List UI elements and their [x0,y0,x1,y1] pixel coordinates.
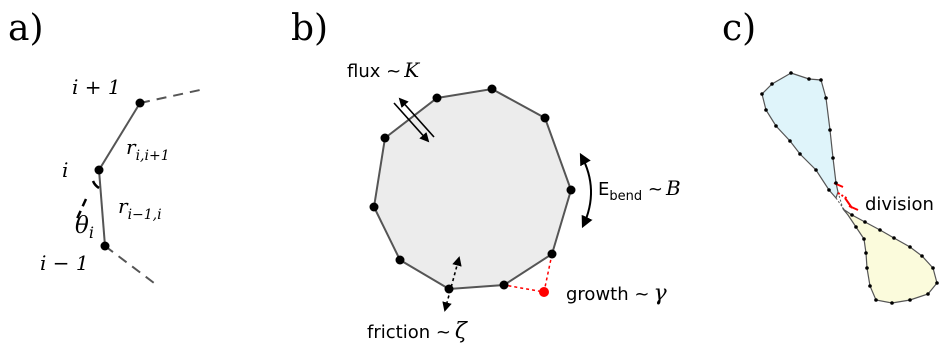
angle-reference-line [74,198,88,222]
label-r-i-i-plus-1: ri,i+1 [126,135,170,164]
division-label: division [865,194,934,215]
vertex [863,220,867,224]
panel-a: a) i + 1 i i − 1 θi ri,i+1 ri−1,i [8,8,201,287]
vertex [788,139,792,143]
panel-a-letter: a) [8,8,44,49]
vertex [764,108,768,112]
bending-arrow [579,152,593,229]
flux-label: flux ~K [347,58,420,82]
vertex [935,281,939,285]
node-i-minus-1 [100,241,110,251]
vertex [828,128,832,132]
vertex [369,202,379,212]
vertex [814,168,818,172]
panel-b-letter: b) [291,8,328,49]
neck-edge-left [837,191,844,210]
vertex [566,185,576,195]
vertex [380,133,390,143]
division-markers [833,182,859,211]
vertex [547,249,557,259]
flux-arrow-out [398,97,435,138]
vertex [432,93,442,103]
division-cut [837,192,849,200]
panel-c: c) [722,8,939,305]
vertex [789,71,793,75]
vertex [920,254,924,258]
flux-arrow-in [393,102,430,143]
vertex [868,284,872,288]
label-r-i-minus-1-i: ri−1,i [118,194,162,223]
vertex [798,152,802,156]
vertex [850,213,854,217]
vertex [770,82,774,86]
dashed-edge-bottom [104,245,159,287]
bending-energy-label: Ebend ~B [598,176,681,204]
vertex [908,245,912,249]
panel-c-vertices [760,71,939,305]
vertex [824,96,828,100]
node-i-plus-1 [135,98,145,108]
node-i [94,165,104,175]
vertex [807,77,811,81]
vertex [931,266,935,270]
friction-label: friction ~ζ [367,319,469,344]
vertex [854,225,858,229]
growth-label: growth ~γ [566,281,667,306]
vertex [834,181,838,185]
vertex [878,228,882,232]
label-theta-i: θi [75,213,94,242]
neck-edge-right [835,197,849,216]
label-i: i [62,158,68,182]
vertex [540,113,550,123]
vertex [499,280,509,290]
vertex [890,301,894,305]
angle-arc [91,180,100,190]
friction-arrow [442,256,462,312]
vertex [862,237,866,241]
vertex [874,298,878,302]
edge-i-minus-1-to-i [98,169,106,247]
vertex [926,292,930,296]
label-i-plus-1: i + 1 [72,75,121,99]
vertex [908,298,912,302]
vertex [395,255,405,265]
vertex [774,124,778,128]
vertex [892,236,896,240]
edge-i-to-i-plus-1 [98,102,141,171]
division-tick [848,205,859,211]
vertex [831,156,835,160]
vertex [865,266,869,270]
label-i-minus-1: i − 1 [40,251,89,275]
panel-c-letter: c) [722,8,756,49]
vertex [827,188,831,192]
vertex [487,84,497,94]
daughter-cell-bottom [842,208,938,304]
daughter-cell-top [761,72,839,200]
panel-b: b) flux ~K Ebend ~B growth ~γ fr [291,8,681,344]
vertex [819,78,823,82]
vertex [864,251,868,255]
dashed-edge-top [139,89,201,104]
vertex [760,92,764,96]
growth-new-vertex [539,287,549,297]
